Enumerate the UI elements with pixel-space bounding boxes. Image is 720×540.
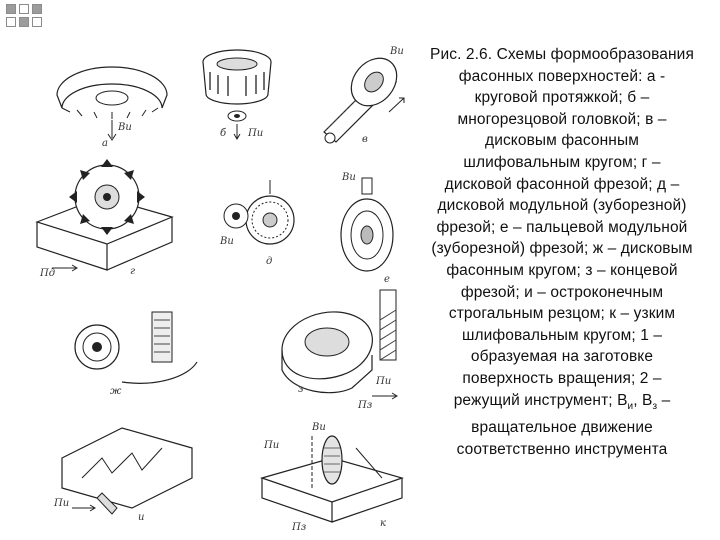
figure-zh-form-disk: ж bbox=[42, 292, 202, 402]
figure-g-form-milling-cutter: Пд г bbox=[32, 152, 182, 282]
label-pd: Пд bbox=[40, 268, 56, 279]
figure-e-finger-cutter: Ви е bbox=[322, 170, 412, 290]
label-bi: Ви bbox=[220, 236, 234, 247]
figure-label-v: в bbox=[362, 134, 368, 145]
square-ornament bbox=[6, 4, 16, 14]
figure-b-multi-cutter-head: Пи б bbox=[192, 42, 282, 142]
label-pi: Пи bbox=[54, 498, 70, 509]
square-ornament bbox=[32, 17, 42, 27]
label-bi: Ви bbox=[342, 172, 356, 183]
square-ornament bbox=[6, 17, 16, 27]
label-pi: Пи bbox=[248, 128, 264, 139]
figure-label-k: к bbox=[380, 518, 386, 529]
label-bi: Ви bbox=[390, 46, 404, 57]
label-bi: Ви bbox=[118, 122, 132, 133]
figure-caption: Рис. 2.6. Схемы формообразования фасонны… bbox=[428, 44, 696, 460]
figure-d-disk-module-cutter: Ви д bbox=[212, 170, 302, 270]
figure-i-planing-tool: Пи и bbox=[42, 418, 202, 528]
label-pi: Пи bbox=[264, 440, 280, 451]
figure-label-a: а bbox=[102, 138, 108, 149]
label-pz: Пз bbox=[358, 400, 373, 411]
decorative-squares bbox=[0, 0, 52, 34]
figure-label-d: д bbox=[266, 256, 273, 267]
figure-a-circular-broach: а Ви bbox=[42, 50, 182, 150]
square-ornament bbox=[19, 4, 29, 14]
figure-v-grinding-wheel: в Ви bbox=[304, 42, 414, 152]
caption-text-mid: , В bbox=[633, 391, 653, 409]
figure-label-zh: ж bbox=[110, 386, 122, 397]
figure-label-z: з bbox=[298, 384, 304, 395]
figure-k-narrow-grinding-wheel: Пи Ви Пз к bbox=[252, 418, 412, 538]
shaping-schemes-figure: а Ви Пи б в Ви bbox=[22, 30, 418, 540]
figure-z-end-mill: Пи Пз з bbox=[272, 280, 412, 411]
figure-label-e: е bbox=[384, 274, 390, 285]
caption-subscript-z: з bbox=[652, 400, 658, 412]
figure-label-g: г bbox=[130, 266, 136, 277]
figure-label-i: и bbox=[138, 512, 145, 523]
caption-text-tail: – вращательное движение соответственно и… bbox=[456, 391, 671, 458]
label-bi: Ви bbox=[312, 422, 326, 433]
caption-text: Рис. 2.6. Схемы формообразования фасонны… bbox=[430, 46, 694, 409]
figure-label-b: б bbox=[220, 128, 227, 139]
caption-subscript-i: и bbox=[627, 400, 634, 412]
square-ornament bbox=[19, 17, 29, 27]
square-ornament bbox=[32, 4, 42, 14]
label-pz: Пз bbox=[292, 522, 307, 533]
label-pi: Пи bbox=[376, 376, 392, 387]
